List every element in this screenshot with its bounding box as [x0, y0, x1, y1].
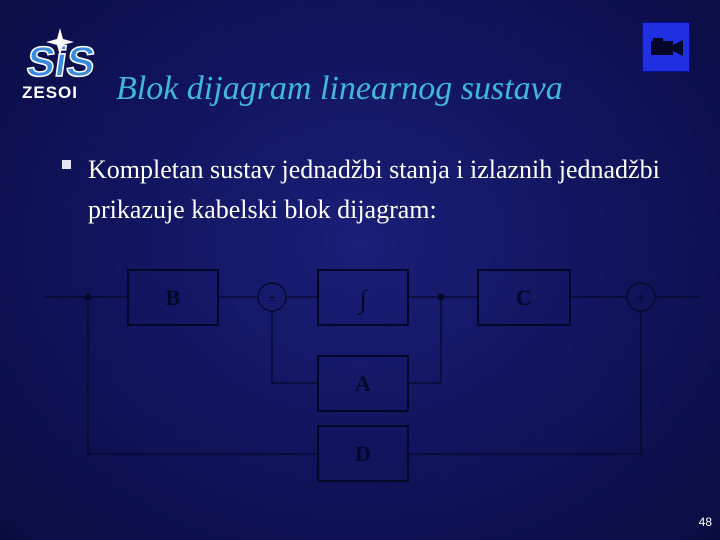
block-a-label: A	[355, 371, 371, 396]
feedback-a-wires	[271, 297, 442, 384]
sum-junction-1-sign: +	[268, 289, 276, 305]
slide-title: Blok dijagram linearnog sustava	[116, 70, 563, 107]
sis-logo: SiS	[23, 28, 98, 86]
logo-star-icon	[46, 28, 74, 56]
branch-point-input	[84, 293, 92, 301]
movie-camera-icon	[651, 38, 683, 56]
movie-button[interactable]	[642, 22, 690, 72]
block-integrator-label: ∫	[357, 285, 368, 315]
block-c-label: C	[516, 285, 532, 310]
bullet-text: Kompletan sustav jednadžbi stanja i izla…	[88, 155, 660, 224]
bullet-marker	[62, 160, 71, 169]
block-b-label: B	[166, 285, 181, 310]
page-number: 48	[698, 515, 712, 529]
sum-junction-2-sign: +	[637, 289, 645, 305]
logo-subtitle: ZESOI	[22, 83, 79, 102]
block-d-label: D	[355, 441, 371, 466]
feedthrough-d-wires	[87, 297, 642, 455]
branch-point-state	[437, 293, 445, 301]
